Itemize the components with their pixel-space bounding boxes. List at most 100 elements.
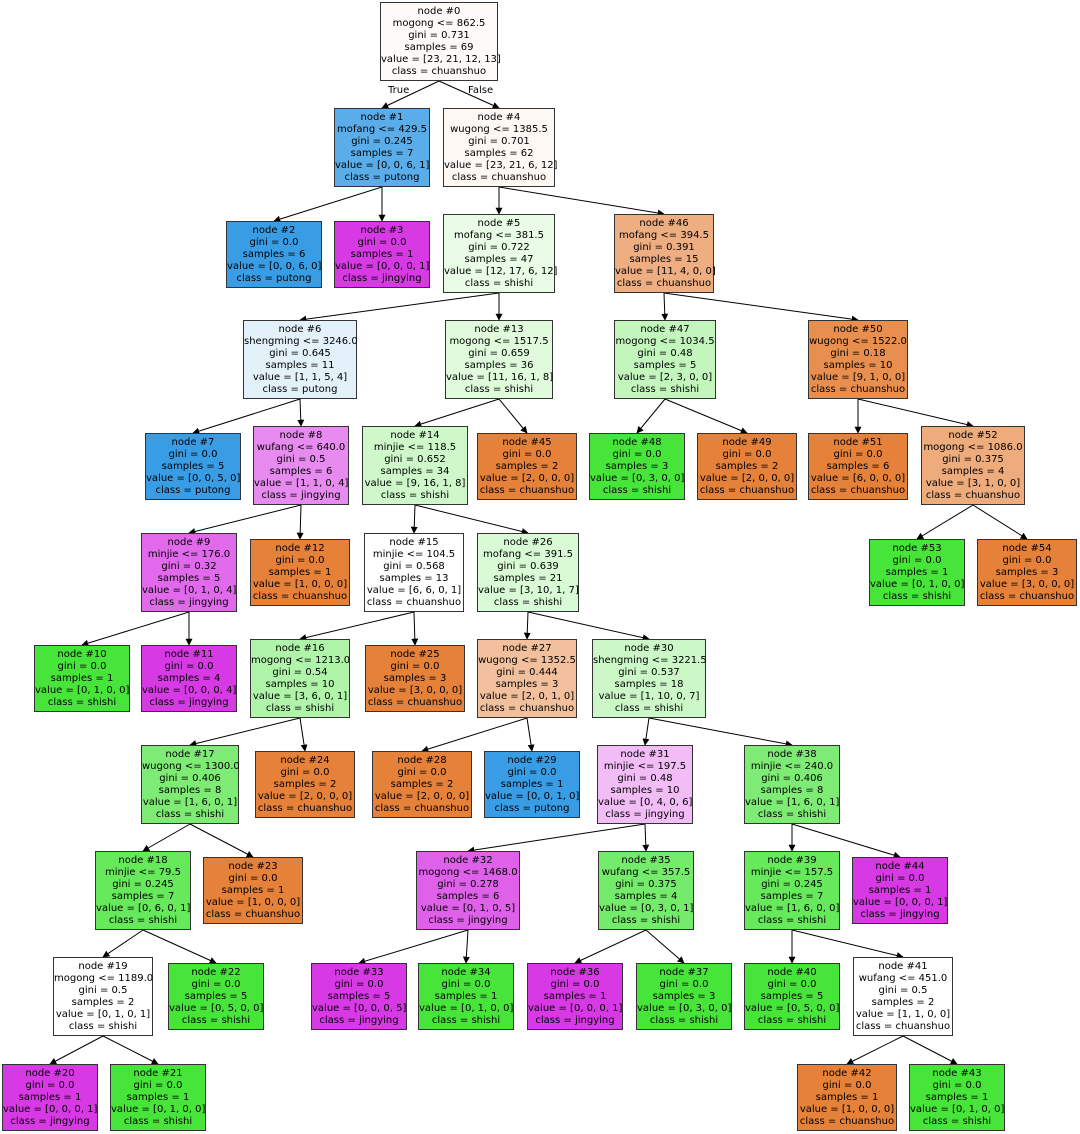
tree-node-line: node #48	[612, 437, 662, 448]
tree-node-line: node #54	[1002, 543, 1052, 554]
tree-node-line: node #17	[165, 749, 215, 760]
tree-node-line: gini = 0.0	[767, 979, 817, 990]
tree-node-line: samples = 1	[221, 885, 285, 896]
tree-node-line: node #14	[390, 430, 440, 441]
tree-edge-1-2	[273, 186, 383, 223]
tree-node-line: gini = 0.0	[357, 237, 407, 248]
tree-node-line: samples = 6	[269, 466, 333, 477]
tree-node-line: class = shishi	[649, 1015, 719, 1026]
tree-edge-8-12	[296, 504, 304, 540]
tree-node-line: samples = 7	[350, 148, 414, 159]
tree-node-line: mogong <= 1213.0	[251, 655, 351, 666]
tree-node-line: node #49	[722, 437, 772, 448]
tree-edge-41-43	[902, 1035, 958, 1065]
tree-edge-52-53	[916, 504, 974, 540]
tree-node-line: node #26	[503, 537, 553, 548]
tree-node-line: gini = 0.54	[272, 667, 328, 678]
tree-node-line: shengming <= 3221.5	[593, 655, 707, 666]
tree-edge-15-16	[299, 611, 415, 641]
tree-node-line: samples = 3	[495, 679, 559, 690]
tree-node-line: node #45	[502, 437, 552, 448]
tree-node-line: samples = 8	[158, 785, 222, 796]
tree-edge-31-35	[642, 823, 650, 852]
tree-node-line: samples = 62	[464, 148, 534, 159]
tree-node-line: mogong <= 862.5	[392, 18, 486, 29]
tree-node-line: gini = 0.0	[191, 979, 241, 990]
tree-node-line: samples = 18	[614, 679, 684, 690]
tree-node-line: mogong <= 1468.0	[418, 867, 518, 878]
tree-edge-16-17	[189, 717, 301, 747]
tree-node-line: value = [2, 0, 0, 0]	[699, 473, 795, 484]
tree-edge-18-22	[142, 929, 217, 964]
tree-node-line: node #22	[191, 967, 241, 978]
tree-node-line: gini = 0.391	[633, 242, 695, 253]
tree-node-line: node #33	[334, 967, 384, 978]
tree-node-line: class = shishi	[614, 703, 684, 714]
tree-edge-18-19	[102, 929, 144, 958]
tree-node-line: wugong <= 1522.0	[809, 336, 907, 347]
tree-node-line: gini = 0.0	[502, 449, 552, 460]
tree-node-line: node #44	[875, 861, 925, 872]
tree-node-line: class = chuanshuo	[616, 278, 712, 289]
tree-edge-0-1	[381, 80, 440, 109]
tree-node-line: gini = 0.639	[497, 561, 559, 572]
tree-edge-47-49	[664, 398, 748, 434]
tree-node-line: class = putong	[344, 172, 420, 183]
tree-node-line: samples = 1	[434, 991, 498, 1002]
tree-node-line: samples = 2	[871, 997, 935, 1008]
tree-node-line: value = [0, 0, 6, 1]	[335, 160, 430, 171]
tree-node-line: value = [2, 3, 0, 0]	[617, 372, 713, 383]
tree-node-line: minjie <= 118.5	[373, 442, 457, 453]
tree-node-line: gini = 0.245	[112, 879, 174, 890]
tree-node-line: node #41	[878, 961, 928, 972]
tree-node-line: samples = 5	[157, 573, 221, 584]
tree-node-line: value = [0, 0, 0, 1]	[335, 261, 430, 272]
tree-node-line: class = putong	[236, 273, 312, 284]
tree-edge-13-45	[498, 398, 528, 434]
tree-node-line: value = [0, 3, 0, 1]	[599, 903, 694, 914]
tree-node-line: node #30	[624, 643, 674, 654]
tree-node-line: class = jingying	[10, 1116, 90, 1127]
tree-node-line: class = chuanshuo	[699, 485, 795, 496]
tree-node-line: node #0	[417, 6, 461, 17]
tree-node-line: samples = 5	[327, 991, 391, 1002]
tree-edge-32-33	[358, 929, 469, 965]
tree-edge-9-10	[81, 611, 190, 647]
tree-node-line: samples = 8	[760, 785, 824, 796]
tree-node-line: class = shishi	[611, 915, 681, 926]
tree-node-line: class = chuanshuo	[367, 697, 463, 708]
tree-edge-14-15	[410, 504, 418, 534]
tree-node-line: samples = 3	[652, 991, 716, 1002]
tree-node-line: samples = 4	[941, 466, 1005, 477]
tree-node-line: node #50	[833, 324, 883, 335]
tree-node-line: class = jingying	[342, 273, 422, 284]
tree-node-line: wufang <= 640.0	[256, 442, 346, 453]
tree-node-line: value = [1, 10, 0, 7]	[598, 691, 700, 702]
edge-label-false: False	[468, 85, 494, 96]
tree-node-line: wugong <= 1385.5	[450, 124, 548, 135]
tree-node-line: value = [0, 1, 0, 0]	[419, 1003, 514, 1014]
tree-node-line: class = shishi	[757, 809, 827, 820]
tree-node-line: value = [1, 0, 0, 0]	[205, 897, 301, 908]
tree-node-line: node #3	[360, 225, 404, 236]
tree-node-line: value = [12, 17, 6, 12]	[444, 266, 558, 277]
tree-node-line: class = jingying	[605, 809, 685, 820]
tree-node-line: value = [1, 1, 0, 0]	[855, 1009, 951, 1020]
